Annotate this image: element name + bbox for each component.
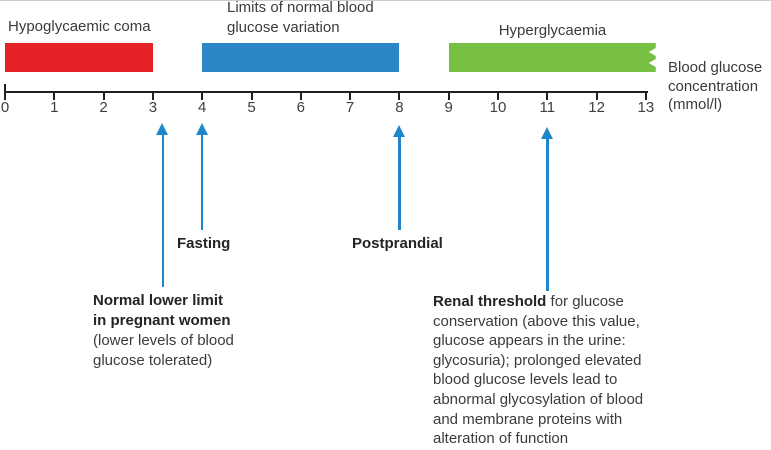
axis-tick-5 xyxy=(250,91,253,100)
renal-arrowhead-icon xyxy=(540,127,553,139)
axis-tick-13 xyxy=(644,91,647,100)
postprandial-label: Postprandial xyxy=(352,235,443,252)
bar-normal-range xyxy=(202,43,400,72)
axis-tick-10 xyxy=(497,91,499,100)
pregnant-note: Normal lower limit in pregnant women (lo… xyxy=(93,291,234,371)
axis-unit-line1: Blood glucose xyxy=(668,59,763,76)
fasting-label: Fasting xyxy=(177,235,231,252)
axis-tick-label-12: 12 xyxy=(588,99,605,116)
axis-tick-label-3: 3 xyxy=(148,99,158,116)
axis-tick-8 xyxy=(398,91,401,100)
renal-note-line8: alteration of function xyxy=(433,430,569,448)
pregnant-arrowhead-icon xyxy=(156,123,169,135)
renal-note: Renal threshold for glucose conservation… xyxy=(433,292,678,449)
axis-tick-12 xyxy=(595,91,598,100)
axis-unit-line3: (mmol/l) xyxy=(668,96,723,113)
axis-tick-label-10: 10 xyxy=(489,99,507,116)
fasting-arrow-shaft xyxy=(200,133,204,230)
renal-note-line4: glycosuria); prolonged elevated xyxy=(433,351,642,369)
renal-note-line6: abnormal glycosylation of blood xyxy=(433,390,644,408)
renal-note-line5: blood glucose levels lead to xyxy=(433,371,618,389)
pregnant-note-line4: glucose tolerated) xyxy=(93,352,213,369)
axis-tick-7 xyxy=(349,91,352,100)
axis-tick-11 xyxy=(546,91,549,100)
bar-hyperglycaemia xyxy=(448,43,656,72)
axis-tick-label-6: 6 xyxy=(296,99,305,116)
axis-line xyxy=(5,90,648,93)
axis-tick-label-13: 13 xyxy=(637,99,655,116)
pregnant-note-bold-line1: Normal lower limit xyxy=(93,292,224,309)
axis-tick-9 xyxy=(447,91,450,100)
postprandial-arrowhead-icon xyxy=(392,125,405,137)
axis-tick-1 xyxy=(53,91,56,100)
axis-tick-label-11: 11 xyxy=(539,99,556,116)
fasting-arrowhead-icon xyxy=(195,123,208,135)
hypoglycaemic-coma-label: Hypoglycaemic coma xyxy=(8,18,151,35)
renal-arrow-shaft xyxy=(546,137,549,291)
axis-unit-label: Blood glucose concentration (mmol/l) xyxy=(668,59,762,115)
renal-note-line1: Renal threshold for glucose xyxy=(433,292,678,312)
normal-range-label-line1: Limits of normal blood xyxy=(227,0,374,16)
renal-note-line1-rest: for glucose xyxy=(546,293,624,310)
renal-note-bold: Renal threshold xyxy=(433,293,547,310)
bar-hypoglycaemic xyxy=(5,43,153,72)
pregnant-note-line3: (lower levels of blood xyxy=(93,332,234,349)
axis-tick-3 xyxy=(151,91,154,100)
renal-note-line3: glucose appears in the urine: xyxy=(433,332,626,350)
axis-tick-label-7: 7 xyxy=(345,99,355,116)
axis-tick-label-4: 4 xyxy=(198,99,207,116)
axis-tick-label-8: 8 xyxy=(395,99,404,116)
axis-unit-line2: concentration xyxy=(668,77,759,95)
top-divider xyxy=(0,0,771,1)
pregnant-arrow-shaft xyxy=(161,133,164,287)
pregnant-note-bold-line2: in pregnant women xyxy=(93,312,231,329)
renal-note-line2: conservation (above this value, xyxy=(433,312,640,330)
axis-tick-0 xyxy=(4,84,6,100)
axis-tick-label-5: 5 xyxy=(247,99,256,116)
axis-tick-label-9: 9 xyxy=(444,99,453,116)
axis-tick-label-1: 1 xyxy=(50,99,59,116)
axis-tick-2 xyxy=(102,91,105,100)
postprandial-arrow-shaft xyxy=(398,135,401,230)
axis-tick-6 xyxy=(299,91,302,100)
axis-tick-label-2: 2 xyxy=(99,99,108,116)
renal-note-line7: and membrane proteins with xyxy=(433,410,623,428)
normal-range-label-line2: glucose variation xyxy=(227,19,340,36)
axis-tick-4 xyxy=(201,91,204,100)
normal-range-label: Limits of normal blood glucose variation xyxy=(227,0,374,38)
axis-tick-label-0: 0 xyxy=(0,99,10,116)
hyperglycaemia-label: Hyperglycaemia xyxy=(498,22,607,39)
